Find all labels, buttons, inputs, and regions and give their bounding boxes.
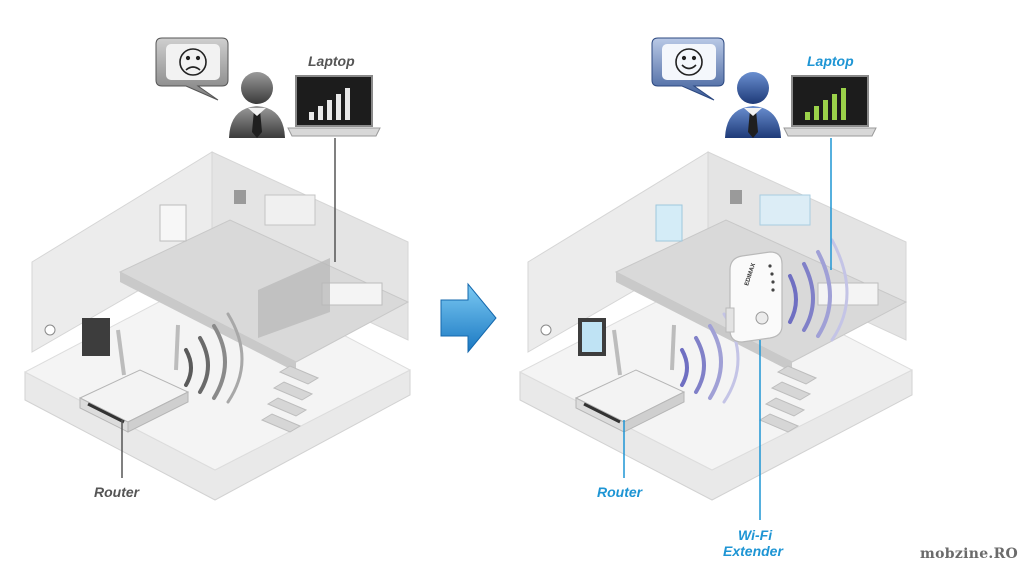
right-person: [725, 72, 781, 138]
sad-face-icon: [179, 48, 207, 76]
left-laptop: [287, 75, 381, 137]
left-laptop-label: Laptop: [308, 53, 355, 69]
happy-face-icon: [675, 48, 703, 76]
extender-signal-waves: [788, 238, 849, 342]
left-speech-bubble: [155, 37, 229, 101]
right-router-label: Router: [597, 484, 644, 500]
left-router-label: Router: [94, 484, 141, 500]
extender-label-line1: Wi-Fi: [738, 527, 773, 543]
right-router: [574, 324, 686, 433]
right-signal-bars: [805, 88, 846, 120]
left-person: [229, 72, 285, 138]
left-router: [78, 324, 190, 433]
left-signal-bars: [309, 88, 350, 120]
right-laptop-label: Laptop: [807, 53, 854, 69]
weak-signal-waves: [184, 312, 244, 404]
watermark: mobzine.RO: [920, 546, 1018, 562]
arrow-right-icon: [440, 282, 497, 354]
left-house: [23, 151, 412, 501]
right-laptop: [783, 75, 877, 137]
right-house: [518, 151, 914, 501]
extender-label-line2: Extender: [723, 543, 784, 559]
wifi-extender: [725, 251, 783, 343]
